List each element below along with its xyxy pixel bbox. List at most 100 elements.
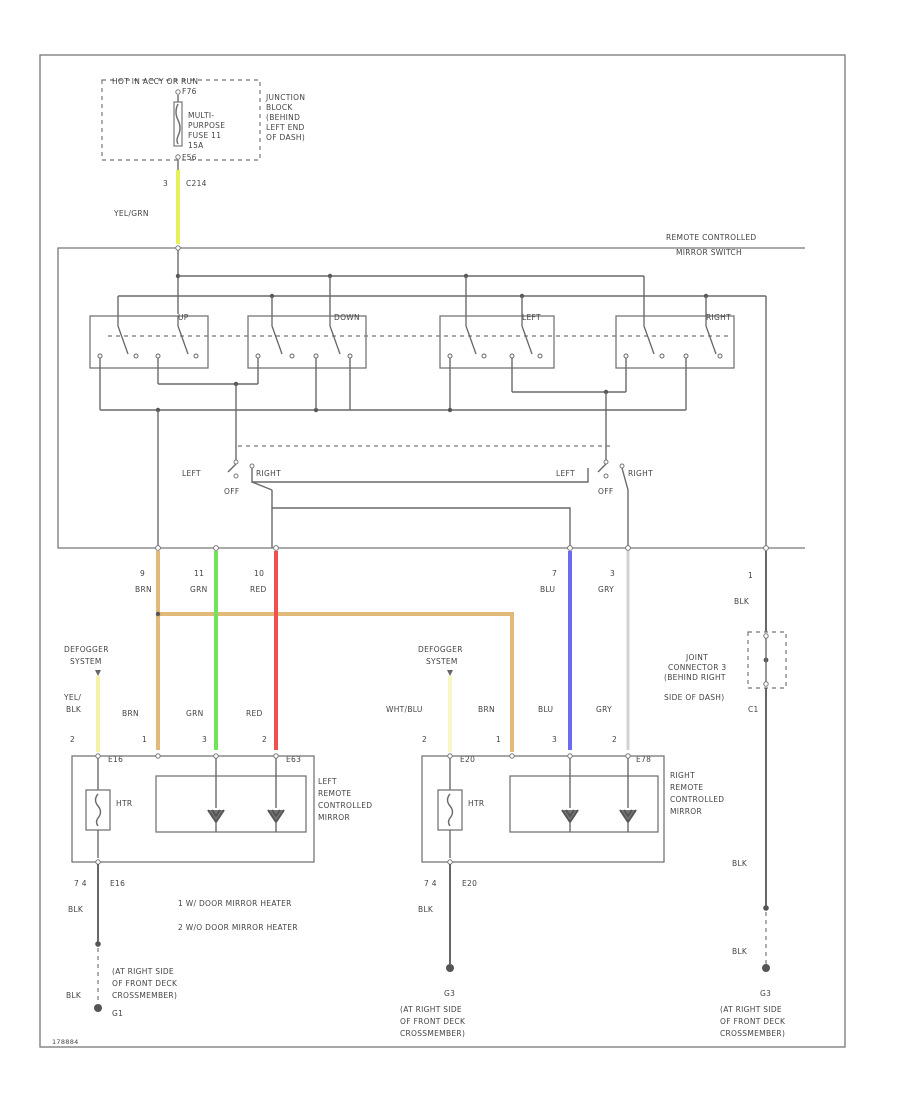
switch-down: [247, 315, 367, 369]
right-mirror-motor-box: [509, 775, 659, 833]
fuse-icon: [173, 101, 183, 147]
pos-down: DOWN: [334, 313, 360, 322]
joint-label-2: CONNECTOR 3: [668, 663, 727, 672]
left-pin-red: 2: [262, 735, 267, 744]
left-pin-grn: 3: [202, 735, 207, 744]
left-label-3: CONTROLLED: [318, 801, 372, 810]
right-gnd-loc-1: (AT RIGHT SIDE: [400, 1005, 462, 1014]
right-blu: BLU: [538, 705, 553, 714]
diagram-frame: [39, 54, 846, 1048]
switch-contacts: [117, 316, 717, 355]
right-mirror-outline: [421, 755, 665, 863]
far-gnd-id: G3: [760, 989, 771, 998]
left-gnd-conn: E16: [110, 879, 125, 888]
fuse-pin-top: F76: [182, 87, 197, 96]
pos-right: RIGHT: [706, 313, 731, 322]
far-gnd-loc-3: CROSSMEMBER): [720, 1029, 785, 1038]
fuse-label-4: 15A: [188, 141, 204, 150]
right-pin-blu: 3: [552, 735, 557, 744]
switch-left: [439, 315, 555, 369]
left-gnd-id: G1: [112, 1009, 123, 1018]
switch-title-1: REMOTE CONTROLLED: [666, 233, 756, 242]
pin6-num: 1: [748, 571, 753, 580]
yel-grn-label: YEL/GRN: [113, 209, 149, 218]
left-motor-side-icon: [267, 809, 285, 824]
pin2-num: 11: [194, 569, 204, 578]
right-gnd-pins: 7 4: [424, 879, 437, 888]
left-gnd-loc-2: OF FRONT DECK: [112, 979, 178, 988]
left-gnd-loc-1: (AT RIGHT SIDE: [112, 967, 174, 976]
pin4-color: BLU: [540, 585, 555, 594]
pin1-num: 9: [140, 569, 145, 578]
left-pin-heater: 2: [70, 735, 75, 744]
right-pin-brn: 1: [496, 735, 501, 744]
right-gry: GRY: [596, 705, 612, 714]
footer-code: 178884: [52, 1038, 79, 1046]
right-pin-heater: 2: [422, 735, 427, 744]
joint-label-3: (BEHIND RIGHT: [664, 673, 726, 682]
pin2-color: GRN: [190, 585, 208, 594]
fuse-label-2: PURPOSE: [188, 121, 225, 130]
right-gnd-conn: E20: [462, 879, 477, 888]
right-gnd-id: G3: [444, 989, 455, 998]
right-gnd-loc-3: CROSSMEMBER): [400, 1029, 465, 1038]
pin4-num: 7: [552, 569, 557, 578]
left-gnd-pins: 7 4: [74, 879, 87, 888]
left-label-4: MIRROR: [318, 813, 350, 822]
fuse-bottom-terminal: [175, 154, 181, 160]
left-label-1: LEFT: [318, 777, 337, 786]
left-gnd-wire2: BLK: [66, 991, 82, 1000]
pos-left: LEFT: [522, 313, 541, 322]
far-gnd-loc-2: OF FRONT DECK: [720, 1017, 786, 1026]
left-heater-element: [85, 789, 111, 831]
pos-up: UP: [178, 313, 189, 322]
left-pin-brn: 1: [142, 735, 147, 744]
jb-label-2: BLOCK: [266, 103, 293, 112]
pin1-color: BRN: [135, 585, 152, 594]
left-mirror-outline: [71, 755, 315, 863]
hot-label: HOT IN ACCY OR RUN: [112, 77, 198, 86]
switch-connector-pins: [155, 545, 769, 551]
sel2-left: LEFT: [556, 469, 575, 478]
mirror-switch-outline: [57, 247, 805, 549]
right-brn: BRN: [478, 705, 495, 714]
left-gnd-wire: BLK: [68, 905, 84, 914]
left-heater-wire-1: YEL/: [63, 693, 81, 702]
switch-up: [89, 315, 209, 369]
right-label-3: CONTROLLED: [670, 795, 724, 804]
right-pin-gry: 2: [612, 735, 617, 744]
right-label-2: REMOTE: [670, 783, 703, 792]
left-mirror-motor-box: [155, 775, 307, 833]
right-conn-a: E20: [460, 755, 475, 764]
left-label-2: REMOTE: [318, 789, 351, 798]
sel2-right: RIGHT: [628, 469, 653, 478]
right-label-4: MIRROR: [670, 807, 702, 816]
fuse-top-terminal: [175, 89, 181, 95]
pin5-num: 3: [610, 569, 615, 578]
fuse-label-1: MULTI-: [188, 111, 214, 120]
left-conn-b: E63: [286, 755, 301, 764]
joint-pin: C1: [748, 705, 759, 714]
legend-item-1: 1 W/ DOOR MIRROR HEATER: [178, 899, 292, 908]
jb-label-3: (BEHIND: [266, 113, 300, 122]
jb-label-5: OF DASH): [266, 133, 305, 142]
left-motor-up-icon: [207, 809, 225, 824]
left-ground-point: [94, 1004, 102, 1012]
sel-off: OFF: [224, 487, 239, 496]
right-gnd-loc-2: OF FRONT DECK: [400, 1017, 466, 1026]
fuse-label-3: FUSE 11: [188, 131, 221, 140]
left-conn-a: E16: [108, 755, 123, 764]
connector-pin: 3: [163, 179, 168, 188]
pin3-num: 10: [254, 569, 264, 578]
connector-id: C214: [186, 179, 207, 188]
sel-right: RIGHT: [256, 469, 281, 478]
joint-label-1: JOINT: [685, 653, 708, 662]
junction-block-outline: [101, 79, 261, 161]
joint-label-4: SIDE OF DASH): [664, 693, 724, 702]
right-ground-point: [446, 964, 454, 972]
jb-label-1: JUNCTION: [265, 93, 305, 102]
sel-left: LEFT: [182, 469, 201, 478]
left-grn: GRN: [186, 709, 204, 718]
right-defog-1: DEFOGGER: [418, 645, 463, 654]
